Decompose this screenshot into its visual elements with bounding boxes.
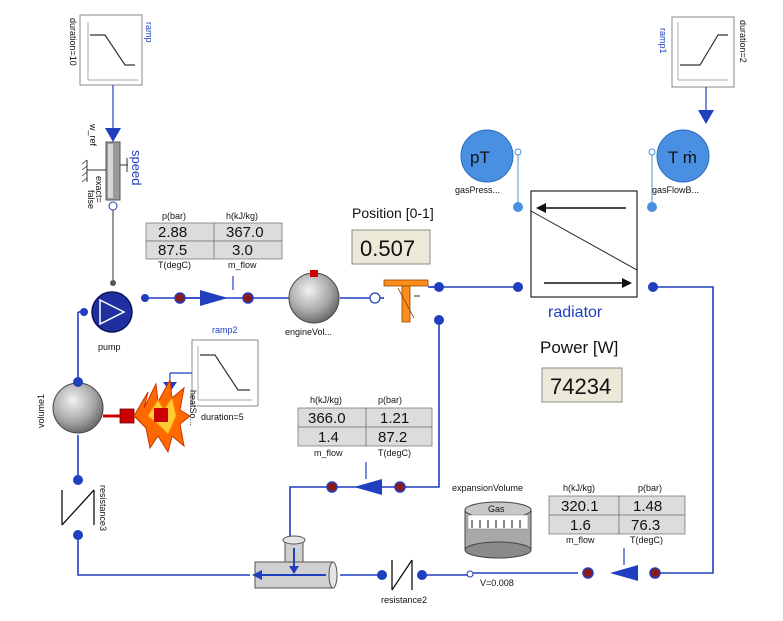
table3-cell-1-1: 320.1 [561, 498, 599, 515]
table2-footer-1: m_flow [314, 448, 343, 458]
volume1-heat-port [119, 408, 135, 424]
volume1-name: volume1 [36, 394, 46, 428]
table3-header-2: p(bar) [638, 483, 662, 493]
ramp1-block[interactable]: ramp1 duration=2 [658, 16, 748, 88]
engine-volume-block[interactable]: engineVol... [285, 270, 340, 337]
resistance2-name: resistance2 [381, 595, 427, 605]
table1-header-2: h(kJ/kg) [226, 211, 258, 221]
speed-exact-value: false [86, 190, 96, 209]
table2-cell-2-2: 87.2 [378, 429, 407, 446]
table3-footer-1: m_flow [566, 535, 595, 545]
flow-sensor-1[interactable] [174, 276, 254, 306]
valve-outlet-port [434, 282, 444, 292]
table1-cell-1-2: 367.0 [226, 224, 264, 241]
pump-block[interactable]: pump [91, 291, 133, 352]
valve-block[interactable] [369, 279, 436, 323]
table1-cell-2-2: 3.0 [232, 242, 253, 259]
expansion-volume-param: V=0.008 [480, 578, 514, 588]
pump-outlet-port [141, 294, 149, 302]
sensor-table-1: p(bar) h(kJ/kg) 2.88 367.0 87.5 3.0 T(de… [145, 211, 283, 270]
expansion-volume-block[interactable]: expansionVolume Gas V=0.008 [452, 483, 532, 588]
expansion-volume-port [466, 570, 474, 578]
speed-exact-label: exact= [94, 176, 104, 203]
table3-cell-1-2: 1.48 [633, 498, 662, 515]
pump-name: pump [98, 342, 121, 352]
ramp-block[interactable]: ramp duration=10 [68, 14, 154, 86]
ramp2-param: duration=5 [201, 412, 244, 422]
valve-bypass-port [434, 315, 444, 325]
ramp1-param: duration=2 [738, 20, 748, 63]
table3-cell-2-2: 76.3 [631, 517, 660, 534]
gas-pressure-symbol: pT [470, 148, 490, 167]
table1-header-1: p(bar) [162, 211, 186, 221]
speed-block[interactable]: speed w_ref exact= false [81, 123, 144, 211]
table2-cell-1-1: 366.0 [308, 410, 346, 427]
gas-flow-symbol: T ṁ [668, 148, 697, 167]
table1-footer-2: m_flow [228, 260, 257, 270]
table1-footer-1: T(degC) [158, 260, 191, 270]
gas-flow-sensor[interactable]: T ṁ gasFlowB... [647, 129, 710, 212]
power-label: Power [W] [540, 338, 618, 357]
expansion-volume-gas-label: Gas [488, 504, 505, 514]
speed-input-label: w_ref [88, 123, 98, 147]
ramp-output-arrow [105, 128, 121, 142]
flow-sensor-2[interactable] [326, 462, 406, 495]
radiator-inlet-port [513, 282, 523, 292]
volume1-port [73, 377, 83, 387]
tee-junction[interactable] [252, 535, 338, 589]
expansion-volume-name: expansionVolume [452, 483, 523, 493]
ramp1-output-arrow [698, 110, 714, 124]
ramp-name: ramp [144, 22, 154, 43]
flow-sensor-3[interactable] [582, 548, 661, 581]
table2-cell-2-1: 1.4 [318, 429, 339, 446]
table1-cell-2-1: 87.5 [158, 242, 187, 259]
sensor-table-2: h(kJ/kg) p(bar) 366.0 1.21 1.4 87.2 m_fl… [297, 395, 433, 458]
heat-source-block[interactable]: heatSo... [133, 378, 198, 454]
ramp1-name: ramp1 [658, 28, 668, 54]
ramp2-name: ramp2 [212, 325, 238, 335]
ramp2-block[interactable]: ramp2 duration=5 [191, 325, 259, 422]
ramp1-curve [680, 34, 728, 66]
pump-inlet-port [80, 308, 88, 316]
table3-header-1: h(kJ/kg) [563, 483, 595, 493]
heat-source-name: heatSo... [188, 390, 198, 426]
engine-volume-name: engineVol... [285, 327, 332, 337]
table1-cell-1-1: 2.88 [158, 224, 187, 241]
resistance2-block[interactable]: resistance2 [377, 559, 427, 605]
resistance3-block[interactable]: resistance3 [61, 475, 108, 540]
position-value: 0.507 [360, 236, 415, 261]
volume1-block[interactable]: volume1 [36, 382, 104, 434]
table2-header-2: p(bar) [378, 395, 402, 405]
table2-cell-1-2: 1.21 [380, 410, 409, 427]
ramp-curve [90, 34, 135, 66]
position-label: Position [0-1] [352, 205, 434, 221]
radiator-name: radiator [548, 304, 603, 321]
sensor-table-3: h(kJ/kg) p(bar) 320.1 1.48 1.6 76.3 m_fl… [548, 483, 686, 545]
table3-footer-2: T(degC) [630, 535, 663, 545]
gas-flow-name: gasFlowB... [652, 185, 699, 195]
table2-footer-2: T(degC) [378, 448, 411, 458]
speed-flange [110, 280, 116, 286]
ramp2-curve [200, 354, 250, 391]
gas-pressure-sensor[interactable]: pT gasPress... [455, 129, 523, 212]
ramp-param: duration=10 [68, 18, 78, 66]
gas-pressure-name: gasPress... [455, 185, 500, 195]
speed-name: speed [129, 150, 144, 185]
table3-cell-2-1: 1.6 [570, 517, 591, 534]
position-display: Position [0-1] 0.507 [351, 205, 434, 265]
power-display: Power [W] 74234 [540, 338, 623, 403]
table2-header-1: h(kJ/kg) [310, 395, 342, 405]
resistance3-name: resistance3 [98, 485, 108, 531]
power-value: 74234 [550, 374, 611, 399]
radiator-outlet-port [648, 282, 658, 292]
radiator-block[interactable]: radiator [530, 190, 638, 321]
